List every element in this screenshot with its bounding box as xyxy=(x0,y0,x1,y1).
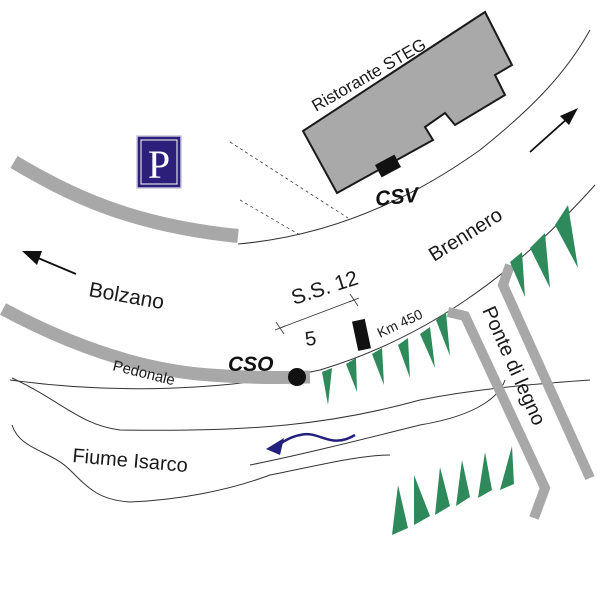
river-flow-arrow-icon xyxy=(266,432,356,455)
road-north-edge xyxy=(237,29,591,245)
cso-label: CSO xyxy=(228,353,274,376)
bolzano-label: Bolzano xyxy=(87,278,166,314)
embankment-lower xyxy=(392,446,514,535)
dotted-path-2 xyxy=(239,199,301,236)
parking-label: P xyxy=(148,142,170,187)
embankment-upper xyxy=(322,205,578,405)
parking-sign-icon: P xyxy=(136,135,182,189)
csv-marker-icon xyxy=(375,154,401,178)
dotted-path-1 xyxy=(229,141,349,219)
bridge-rail-east xyxy=(497,263,595,481)
kilometer-post-icon xyxy=(352,318,371,351)
pedestrian-path xyxy=(0,303,311,385)
river-south-bank xyxy=(11,424,391,503)
river-label: Fiume Isarco xyxy=(72,445,189,477)
csv-label: CSV xyxy=(374,183,421,211)
bridge-rail-west xyxy=(446,307,551,520)
arrow-northeast-icon xyxy=(529,108,578,153)
dot-marker-icon xyxy=(288,368,306,386)
road-label: S.S. 12 xyxy=(288,267,361,310)
distance-measure xyxy=(274,293,360,335)
arrow-west-icon xyxy=(22,251,77,275)
distance-label: 5 xyxy=(304,328,318,351)
brennero-label: Brennero xyxy=(425,204,506,266)
restaurant-building xyxy=(301,10,514,195)
riverbank-lower-east xyxy=(249,379,506,466)
km-label: Km 450 xyxy=(375,306,426,341)
grey-path-north xyxy=(10,155,239,243)
